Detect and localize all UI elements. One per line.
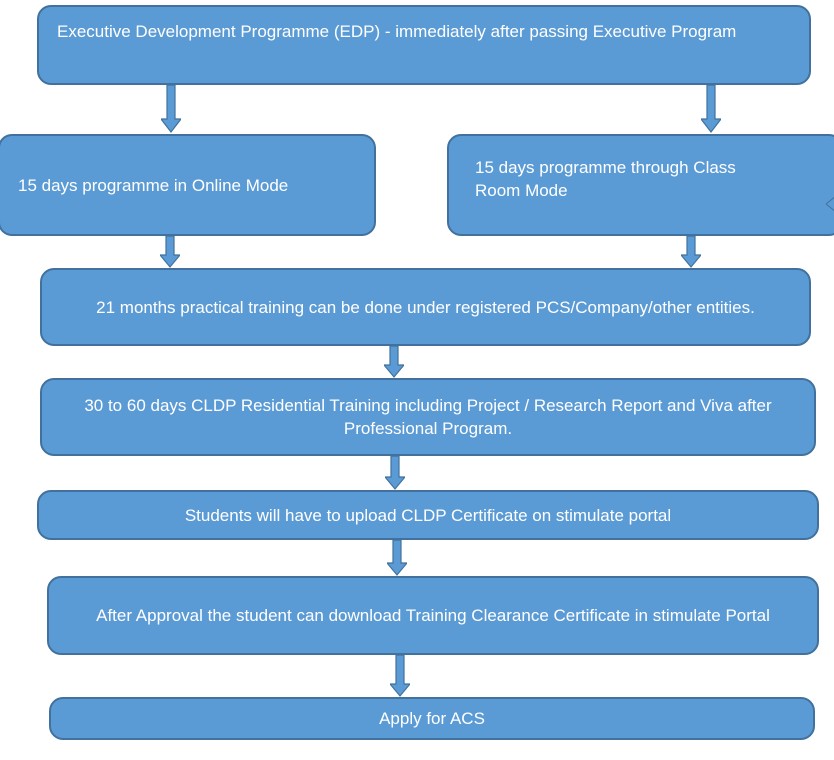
arrow-upload-to-approval-icon [387, 540, 407, 580]
node-approval-download-text: After Approval the student can download … [96, 606, 770, 625]
node-practical-training-text: 21 months practical training can be done… [96, 297, 755, 317]
node-edp: Executive Development Programme (EDP) - … [37, 5, 811, 85]
arrow-practical-to-cldp-icon [384, 346, 404, 386]
node-cldp-training-text: 30 to 60 days CLDP Residential Training … [84, 396, 772, 438]
node-cldp-training: 30 to 60 days CLDP Residential Training … [40, 378, 816, 456]
node-classroom-mode: 15 days programme through Class Room Mod… [447, 134, 834, 236]
node-online-mode-text: 15 days programme in Online Mode [18, 175, 289, 195]
node-upload-certificate: Students will have to upload CLDP Certif… [37, 490, 819, 540]
node-apply-acs-text: Apply for ACS [379, 709, 485, 728]
arrow-approval-to-acs-icon [390, 655, 410, 697]
arrow-edp-to-online-icon [161, 85, 181, 133]
arrow-cldp-to-upload-icon [385, 456, 405, 496]
arrow-edp-to-classroom-icon [701, 85, 721, 133]
node-approval-download: After Approval the student can download … [47, 576, 819, 655]
side-arrowhead-icon [825, 196, 834, 212]
node-online-mode: 15 days programme in Online Mode [0, 134, 376, 236]
arrow-online-to-practical-icon [160, 236, 180, 276]
node-classroom-mode-text: 15 days programme through Class Room Mod… [475, 158, 736, 200]
arrow-classroom-to-practical-icon [681, 236, 701, 276]
node-apply-acs: Apply for ACS [49, 697, 815, 740]
node-practical-training: 21 months practical training can be done… [40, 268, 811, 346]
node-edp-text: Executive Development Programme (EDP) - … [57, 22, 737, 41]
node-upload-certificate-text: Students will have to upload CLDP Certif… [184, 505, 672, 525]
